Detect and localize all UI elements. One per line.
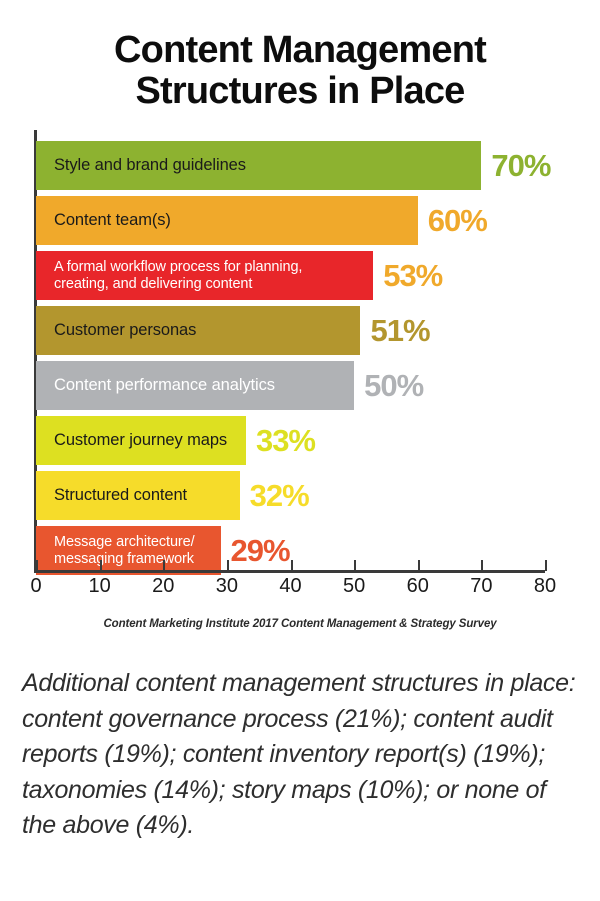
x-tick-mark	[290, 560, 293, 572]
bar-row: Structured content 32%	[36, 471, 600, 521]
bar: Content performance analytics	[36, 361, 355, 411]
bar: A formal workflow process for planning, …	[36, 251, 374, 301]
bar-label: Customer personas	[54, 321, 197, 340]
x-tick-label: 40	[279, 575, 302, 598]
bar-label: Content performance analytics	[54, 376, 275, 395]
bar-chart: Style and brand guidelines 70% Content tea…	[0, 130, 600, 600]
x-tick-mark	[481, 560, 484, 572]
bar: Style and brand guidelines	[36, 141, 482, 191]
bar: Structured content	[36, 471, 240, 521]
bar-label: A formal workflow process for planning, …	[54, 259, 303, 292]
bar-row: Customer journey maps 33%	[36, 416, 600, 466]
bar-value-label: 70%	[491, 147, 551, 183]
chart-source: Content Marketing Institute 2017 Content…	[103, 618, 497, 631]
x-tick-label: 60	[406, 575, 429, 598]
x-tick-label: 20	[152, 575, 175, 598]
bar-row: Customer personas 51%	[36, 306, 600, 356]
bar-row: Content team(s) 60%	[36, 196, 600, 246]
bar: Message architecture/ messaging framewor…	[36, 526, 221, 576]
bar-value-label: 60%	[427, 202, 488, 238]
x-tick-mark	[354, 560, 357, 572]
bar: Customer journey maps	[36, 416, 246, 466]
x-tick-label: 0	[30, 575, 42, 598]
bar-value-label: 51%	[370, 312, 430, 348]
bar-label: Structured content	[54, 486, 188, 505]
page-title: Content Management Structures in Place	[114, 29, 487, 113]
bar-value-label: 32%	[249, 477, 310, 513]
x-tick-mark	[417, 560, 420, 572]
x-tick-mark	[99, 560, 102, 572]
x-tick-mark	[226, 560, 229, 572]
bar-row: Style and brand guidelines 70%	[36, 141, 600, 191]
bar: Customer personas	[36, 306, 361, 356]
footnote-text: Additional content management structures…	[22, 669, 576, 840]
bar-series: Style and brand guidelines 70% Content tea…	[36, 141, 600, 581]
x-tick-mark	[545, 560, 547, 572]
bar-label: Customer journey maps	[54, 431, 228, 450]
bar-row: Message architecture/ messaging framewor…	[36, 526, 600, 576]
x-tick-label: 50	[343, 575, 366, 598]
bar-value-label: 29%	[230, 532, 291, 568]
x-tick-mark	[36, 560, 38, 572]
bar-row: Content performance analytics 50%	[36, 361, 600, 411]
x-tick-label: 10	[88, 575, 111, 598]
x-axis-line	[34, 570, 545, 574]
bar-row: A formal workflow process for planning, …	[36, 251, 600, 301]
y-axis-line	[34, 130, 37, 573]
x-tick-mark	[163, 560, 166, 572]
x-axis-ticks: 0 10 20 30 40 50 60 70 80	[0, 560, 600, 600]
x-tick-label: 70	[470, 575, 493, 598]
bar-label: Message architecture/ messaging framewor…	[54, 534, 195, 567]
bar-value-label: 53%	[383, 257, 443, 293]
x-tick-label: 30	[215, 575, 238, 598]
bar-label: Style and brand guidelines	[54, 156, 246, 175]
x-tick-label: 80	[533, 575, 557, 598]
bar-value-label: 50%	[364, 367, 424, 403]
bar-label: Content team(s)	[54, 211, 171, 230]
bar-value-label: 33%	[255, 422, 316, 458]
bar: Content team(s)	[36, 196, 418, 246]
